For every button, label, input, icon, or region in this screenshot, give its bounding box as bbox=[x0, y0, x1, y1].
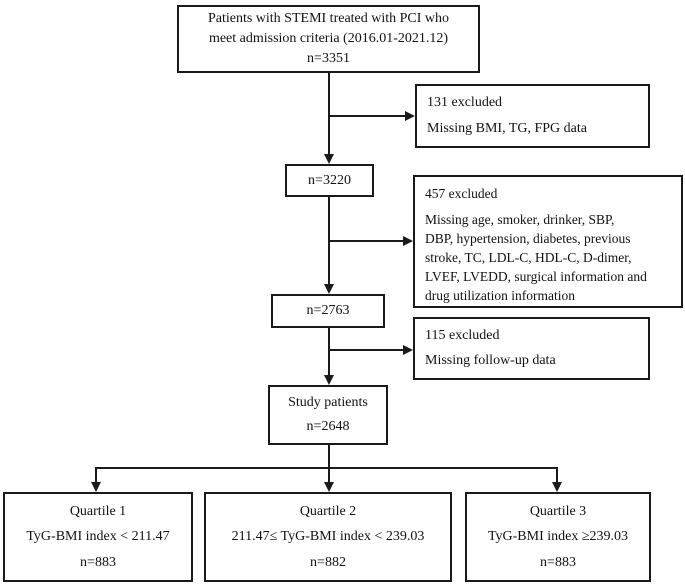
connector-n2763-to-study bbox=[328, 328, 330, 375]
study-patients-title: Study patients bbox=[288, 395, 368, 410]
quartile-3-n: n=883 bbox=[540, 554, 576, 570]
n3220-label: n=3220 bbox=[308, 172, 351, 188]
quartile-1-title: Quartile 1 bbox=[69, 503, 127, 519]
arrowhead-right-excluded-3-icon bbox=[403, 345, 413, 355]
connector-branch-excluded-3 bbox=[329, 349, 404, 351]
arrowhead-down-n3220-icon bbox=[324, 154, 334, 164]
flow-box-excluded-3: 115 excluded Missing follow-up data bbox=[413, 317, 650, 380]
flow-box-quartile-1: Quartile 1 TyG-BMI index < 211.47 n=883 bbox=[3, 492, 193, 582]
arrowhead-right-excluded-2-icon bbox=[403, 236, 413, 246]
flow-box-n2763: n=2763 bbox=[271, 294, 385, 328]
connector-split-to-quartile-1 bbox=[95, 467, 97, 482]
flow-box-enrollment: Patients with STEMI treated with PCI who… bbox=[177, 5, 480, 73]
connector-top-to-n3220 bbox=[328, 73, 330, 155]
arrowhead-down-quartile-3-icon bbox=[552, 482, 562, 492]
excluded-1-title: 131 excluded bbox=[427, 95, 503, 111]
connector-study-to-quartile-2 bbox=[328, 445, 330, 482]
arrowhead-down-quartile-2-icon bbox=[324, 482, 334, 492]
arrowhead-down-study-icon bbox=[324, 375, 334, 385]
connector-branch-excluded-1 bbox=[329, 115, 406, 117]
flow-box-study-patients: Study patients n=2648 bbox=[268, 385, 388, 445]
enrollment-n: n=3351 bbox=[307, 51, 350, 66]
flow-box-quartile-2: Quartile 2 211.47≤ TyG-BMI index < 239.0… bbox=[204, 492, 452, 582]
connector-split-to-quartile-3 bbox=[556, 467, 558, 482]
excluded-3-title: 115 excluded bbox=[425, 328, 500, 343]
n2763-label: n=2763 bbox=[306, 303, 350, 318]
excluded-1-body: Missing BMI, TG, FPG data bbox=[427, 120, 587, 136]
study-patients-n: n=2648 bbox=[306, 419, 350, 434]
arrowhead-down-quartile-1-icon bbox=[91, 482, 101, 492]
flow-box-quartile-3: Quartile 3 TyG-BMI index ≥239.03 n=883 bbox=[465, 492, 651, 582]
excluded-2-title: 457 excluded bbox=[425, 186, 498, 201]
arrowhead-down-n2763-icon bbox=[324, 284, 334, 294]
excluded-2-body: Missing age, smoker, drinker, SBP, DBP, … bbox=[425, 212, 647, 303]
quartile-1-criteria: TyG-BMI index < 211.47 bbox=[26, 529, 170, 544]
excluded-3-body: Missing follow-up data bbox=[425, 353, 556, 368]
arrowhead-right-excluded-1-icon bbox=[405, 111, 415, 121]
quartile-3-criteria: TyG-BMI index ≥239.03 bbox=[487, 529, 629, 544]
flow-box-excluded-1: 131 excluded Missing BMI, TG, FPG data bbox=[415, 84, 650, 148]
quartile-1-n: n=883 bbox=[80, 554, 116, 570]
quartile-3-title: Quartile 3 bbox=[529, 503, 587, 519]
quartile-2-title: Quartile 2 bbox=[299, 503, 357, 519]
enrollment-text: Patients with STEMI treated with PCI who… bbox=[207, 11, 450, 46]
quartile-2-n: n=882 bbox=[310, 554, 346, 570]
flow-box-excluded-2: 457 excluded Missing age, smoker, drinke… bbox=[413, 175, 683, 308]
connector-branch-excluded-2 bbox=[329, 240, 404, 242]
connector-quartile-split bbox=[95, 467, 558, 469]
flow-box-n3220: n=3220 bbox=[285, 164, 374, 197]
quartile-2-criteria: 211.47≤ TyG-BMI index < 239.03 bbox=[231, 529, 425, 544]
